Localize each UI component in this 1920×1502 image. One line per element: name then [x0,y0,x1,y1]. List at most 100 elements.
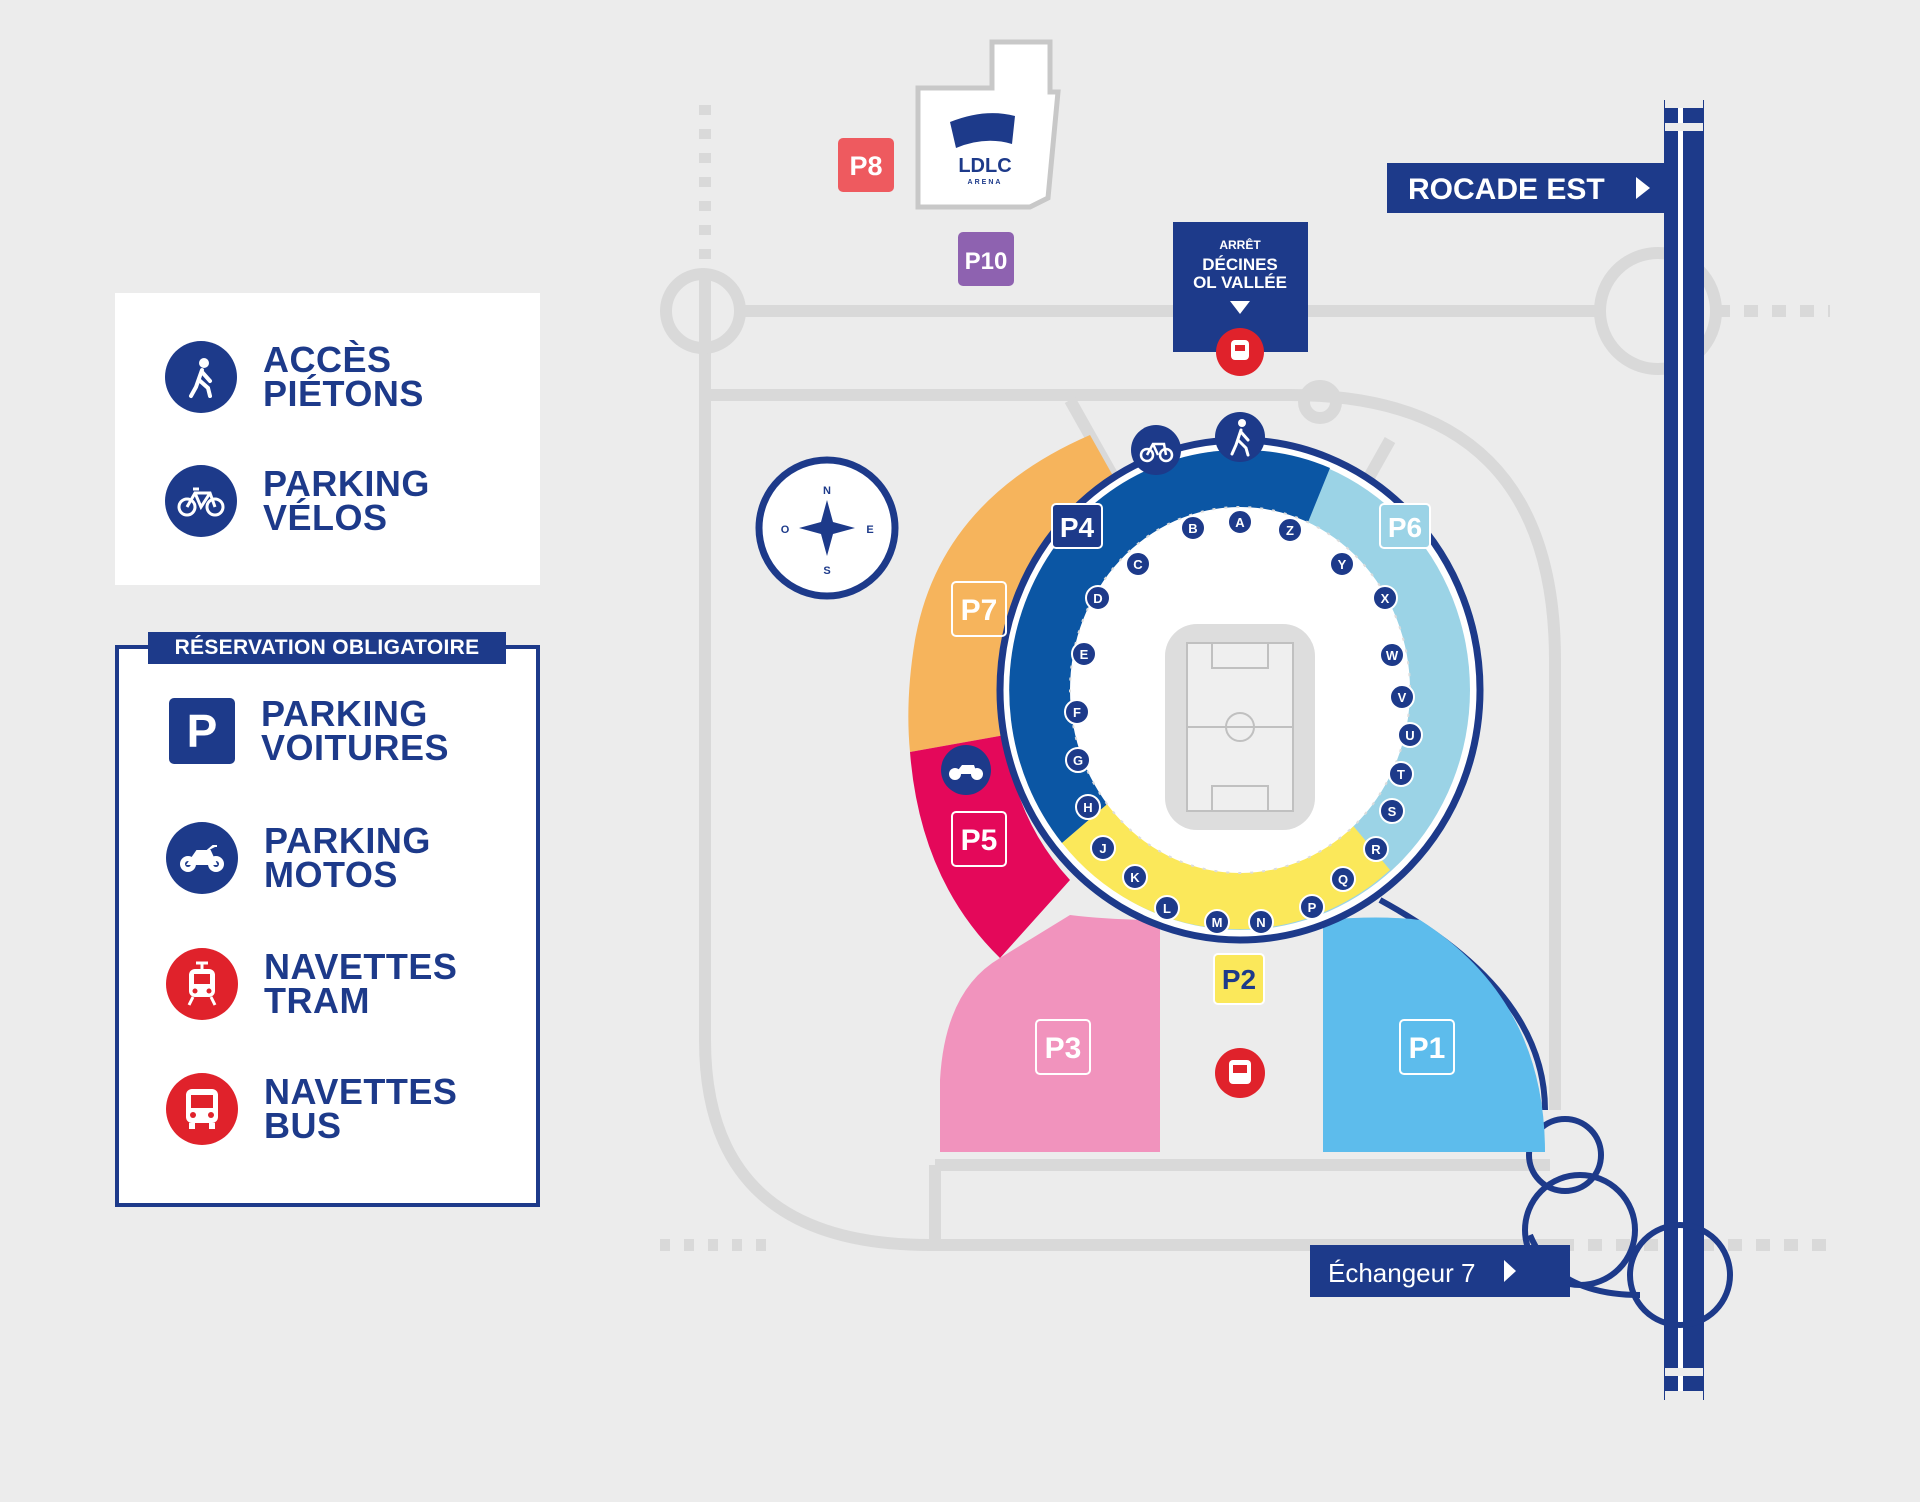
compass-w: O [781,524,790,536]
gate-label: S [1388,804,1397,819]
parking-p6[interactable]: P6 [1379,503,1431,549]
rocade-est-label: ROCADE EST [1408,173,1605,206]
parking-p5-zone[interactable] [910,735,1070,958]
arena-name: LDLC [958,155,1011,177]
gate-marker [1389,684,1415,710]
parking-p4[interactable]: P4 [1051,503,1103,549]
gate-k[interactable]: K [1122,864,1148,890]
gate-p[interactable]: P [1299,894,1325,920]
gate-marker [1372,585,1398,611]
tram-stop-sign[interactable]: ARRÊT DÉCINES OL VALLÉE [1173,222,1308,376]
gate-j[interactable]: J [1090,835,1116,861]
tram-icon [166,948,238,1020]
gate-marker [1330,866,1356,892]
legend-item-bicycle: PARKING VÉLOS [165,465,430,537]
legend-label-bus: NAVETTES BUS [264,1074,457,1144]
legend-label-motorcycle: PARKING MOTOS [264,823,431,895]
tram-stop-line1: ARRÊT [1219,237,1261,252]
gate-marker [1379,642,1405,668]
gate-e[interactable]: E [1071,641,1097,667]
gate-label: A [1235,515,1245,530]
gate-marker [1064,699,1090,725]
echangeur-sign: Échangeur 7 [1310,1245,1570,1297]
gate-x[interactable]: X [1372,585,1398,611]
gate-l[interactable]: L [1154,895,1180,921]
gate-marker [1180,515,1206,541]
road-inner-loop [705,389,1561,1110]
gate-q[interactable]: Q [1330,866,1356,892]
reservation-header: RÉSERVATION OBLIGATOIRE [148,632,506,664]
gate-label: R [1371,842,1381,857]
parking-p1[interactable]: P1 [1399,1019,1455,1075]
gate-u[interactable]: U [1397,722,1423,748]
gate-a[interactable]: A [1227,509,1253,535]
gate-s[interactable]: S [1379,798,1405,824]
parking-p5[interactable]: P5 [951,811,1007,867]
rocade-est-sign: ROCADE EST [1387,163,1667,213]
parking-p1-label: P1 [1409,1032,1446,1065]
legend-label-tram: NAVETTES TRAM [264,949,457,1021]
gate-w[interactable]: W [1379,642,1405,668]
gate-label: P [1308,900,1317,915]
gate-h[interactable]: H [1075,794,1101,820]
gate-m[interactable]: M [1204,909,1230,935]
parking-p7-label: P7 [961,594,998,627]
roundabout-small [1298,380,1342,424]
legend-line2: VÉLOS [263,497,388,538]
parking-p4-label: P4 [1060,512,1095,543]
gate-label: U [1405,728,1414,743]
parking-p2-label: P2 [1222,964,1256,995]
gate-g[interactable]: G [1065,747,1091,773]
gate-marker [1065,747,1091,773]
parking-p3-zone[interactable] [940,915,1160,1152]
parking-p7[interactable]: P7 [951,581,1007,637]
gate-f[interactable]: F [1064,699,1090,725]
gate-marker [1090,835,1116,861]
gate-t[interactable]: T [1388,761,1414,787]
gate-z[interactable]: Z [1277,517,1303,543]
parking-p10[interactable]: P10 [958,232,1014,286]
gate-v[interactable]: V [1389,684,1415,710]
legend-item-car-parking: P PARKING VOITURES [169,696,450,768]
gate-label: N [1256,915,1265,930]
gate-d[interactable]: D [1085,585,1111,611]
compass-n: N [823,485,831,497]
gate-label: X [1381,591,1390,606]
bicycle-parking-marker[interactable] [1131,425,1181,475]
legend-line1: ACCÈS [263,339,392,380]
tram-stop-line2: DÉCINES [1202,255,1278,274]
gate-marker [1388,761,1414,787]
ldlc-arena[interactable]: LDLC ARENA [915,39,1061,210]
legend-line2: VOITURES [261,727,450,768]
gate-label: H [1083,800,1092,815]
gate-r[interactable]: R [1363,836,1389,862]
pedestrian-access-marker[interactable] [1215,412,1265,462]
gate-y[interactable]: Y [1329,551,1355,577]
road-outer-loop [699,385,1560,1251]
tram-stop-arrow-icon [1230,301,1250,314]
gate-marker [1379,798,1405,824]
gate-marker [1071,641,1097,667]
gate-marker [1397,722,1423,748]
motorcycle-parking-marker[interactable] [941,745,991,795]
gate-b[interactable]: B [1180,515,1206,541]
legend-line2: TRAM [264,980,370,1021]
parking-p10-label: P10 [965,248,1008,275]
parking-p3[interactable]: P3 [1035,1019,1091,1075]
bus-shuttle-marker[interactable] [1215,1048,1265,1098]
gate-n[interactable]: N [1248,909,1274,935]
parking-p8[interactable]: P8 [838,138,894,192]
parking-p6-label: P6 [1388,512,1422,543]
gate-marker [1248,909,1274,935]
gate-label: Y [1338,557,1347,572]
legend-line2: MOTOS [264,854,398,895]
gate-label: L [1163,901,1171,916]
parking-p1-zone[interactable] [1323,917,1545,1153]
gate-marker [1363,836,1389,862]
gate-label: K [1130,870,1140,885]
gate-marker [1204,909,1230,935]
parking-p2[interactable]: P2 [1213,953,1265,1005]
gate-label: B [1188,521,1197,536]
echangeur-label: Échangeur 7 [1328,1258,1475,1288]
gate-c[interactable]: C [1125,551,1151,577]
